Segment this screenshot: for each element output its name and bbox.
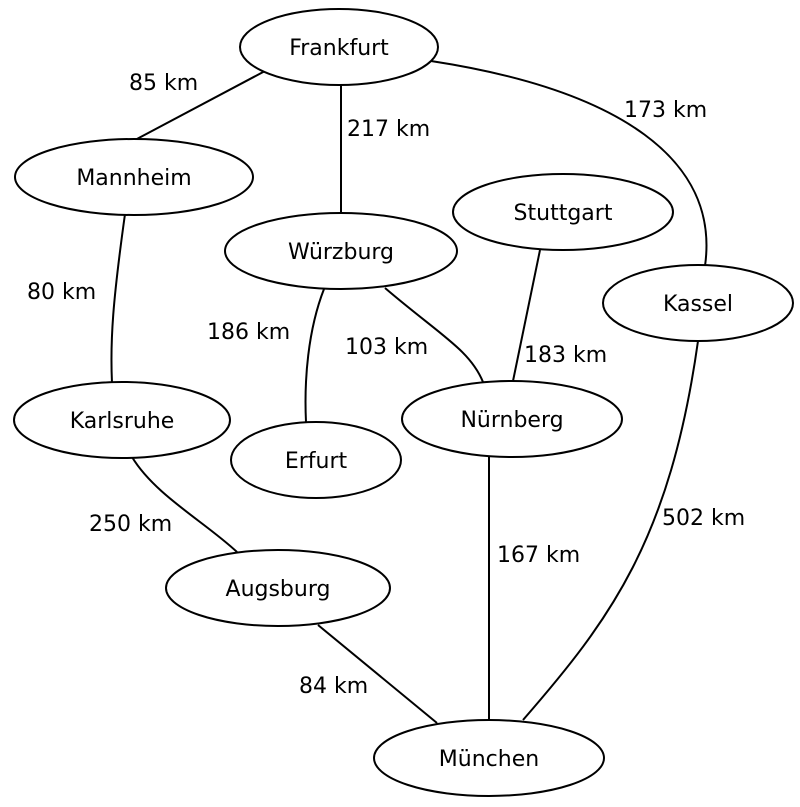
label-mannheim-karlsruhe: 80 km xyxy=(27,280,96,305)
edge-augsburg-muenchen xyxy=(317,624,438,724)
node-nuernberg-label: Nürnberg xyxy=(460,408,563,433)
node-karlsruhe: Karlsruhe xyxy=(13,381,231,459)
node-kassel: Kassel xyxy=(602,264,794,342)
edge-mannheim-karlsruhe xyxy=(110,213,126,384)
node-wuerzburg-label: Würzburg xyxy=(288,240,394,265)
node-kassel-label: Kassel xyxy=(663,292,733,317)
edge-karlsruhe-augsburg xyxy=(131,456,238,553)
label-wuerzburg-erfurt: 186 km xyxy=(207,320,290,345)
node-stuttgart-label: Stuttgart xyxy=(514,201,613,226)
edge-wuerzburg-erfurt xyxy=(304,288,325,423)
node-muenchen: München xyxy=(373,719,605,797)
edge-wuerzburg-nuernberg xyxy=(384,287,484,383)
label-frankfurt-mannheim: 85 km xyxy=(129,71,198,96)
node-karlsruhe-label: Karlsruhe xyxy=(70,409,175,434)
label-augsburg-muenchen: 84 km xyxy=(299,674,368,699)
node-nuernberg: Nürnberg xyxy=(401,380,623,458)
label-frankfurt-kassel: 173 km xyxy=(624,98,707,123)
label-kassel-muenchen: 502 km xyxy=(662,506,745,531)
node-augsburg-label: Augsburg xyxy=(226,577,331,602)
edge-frankfurt-kassel xyxy=(430,60,708,267)
label-karlsruhe-augsburg: 250 km xyxy=(89,512,172,537)
label-frankfurt-wuerzburg: 217 km xyxy=(347,117,430,142)
node-mannheim: Mannheim xyxy=(14,138,254,216)
label-wuerzburg-nuernberg: 103 km xyxy=(345,335,428,360)
node-stuttgart: Stuttgart xyxy=(452,173,674,251)
label-stuttgart-nuernberg: 183 km xyxy=(524,343,607,368)
node-frankfurt: Frankfurt xyxy=(239,8,439,86)
node-erfurt-label: Erfurt xyxy=(285,449,348,474)
label-nuernberg-muenchen: 167 km xyxy=(497,543,580,568)
edge-frankfurt-mannheim xyxy=(134,70,266,141)
node-erfurt: Erfurt xyxy=(230,421,402,499)
edge-stuttgart-nuernberg xyxy=(512,249,541,382)
edge-kassel-muenchen xyxy=(522,340,699,721)
node-wuerzburg: Würzburg xyxy=(224,212,458,290)
node-mannheim-label: Mannheim xyxy=(76,166,191,191)
node-muenchen-label: München xyxy=(439,747,539,772)
node-frankfurt-label: Frankfurt xyxy=(289,36,389,61)
node-augsburg: Augsburg xyxy=(165,549,391,627)
